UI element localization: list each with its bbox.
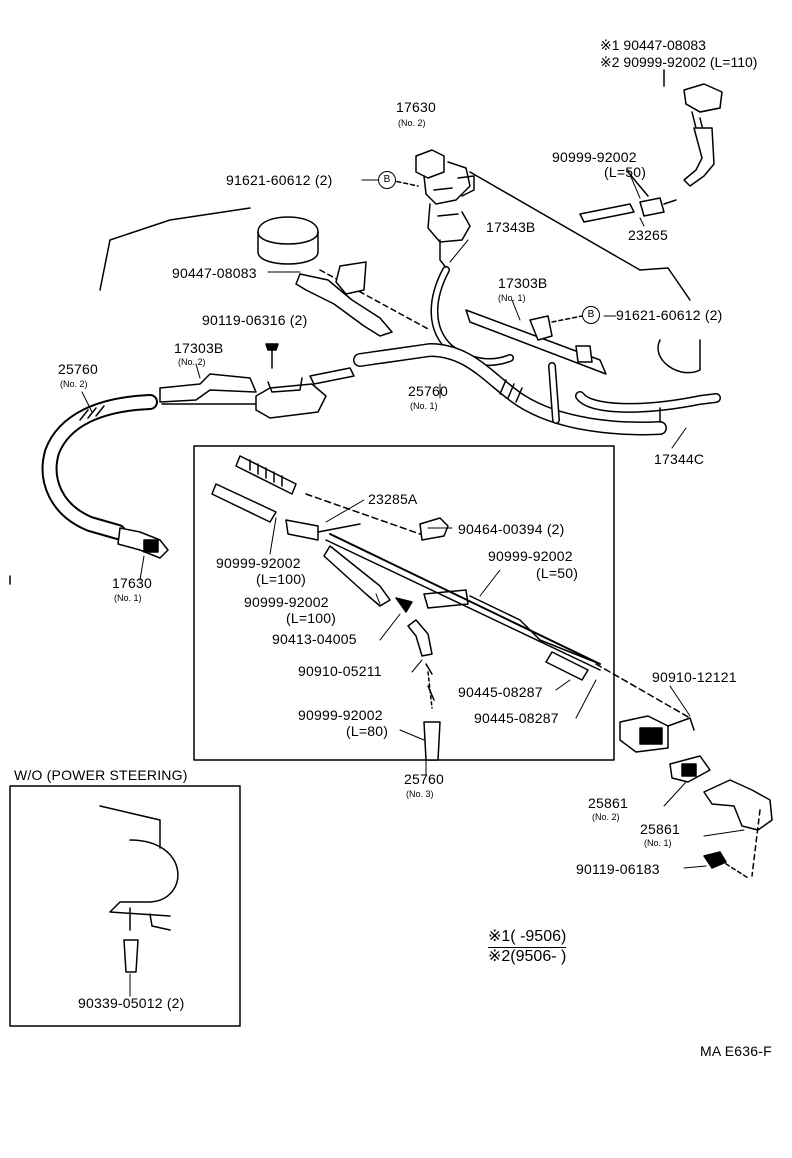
date-legend-row2: ※2(9506- ) <box>488 947 567 965</box>
label-90999-50b-len: (L=50) <box>536 565 579 581</box>
label-25861-no1: 25861 <box>640 821 680 837</box>
label-90999-80: 90999-92002 <box>298 707 383 723</box>
label-90999-100b-len: (L=100) <box>286 610 337 626</box>
label-90910-05211: 90910-05211 <box>298 663 382 679</box>
bracket-25861-no2 <box>669 755 711 783</box>
hose-90999-92002-L50-top <box>579 171 677 223</box>
label-23285A: 23285A <box>368 491 418 507</box>
inset-frame <box>9 785 241 1027</box>
vsv-17630-no1 <box>9 527 169 585</box>
pipe-17303B-no2 <box>159 367 355 405</box>
label-90119-06316: 90119-06316 (2) <box>202 312 308 328</box>
header-ref-2: ※2 90999-92002 (L=110) <box>600 54 758 70</box>
pipe-17303B-no1 <box>465 309 607 375</box>
label-17303B-left-sub: (No. 2) <box>178 357 206 367</box>
label-90999-50b: 90999-92002 <box>488 548 573 564</box>
label-90999-80-len: (L=80) <box>346 723 389 739</box>
date-legend-row1: ※1( -9506) <box>488 928 567 945</box>
label-17303B-right: 17303B <box>498 275 548 291</box>
label-90910-12121: 90910-12121 <box>652 669 737 685</box>
label-17344C: 17344C <box>654 451 705 467</box>
label-17630-bottom-sub: (No. 1) <box>114 593 142 603</box>
label-90999-100b: 90999-92002 <box>244 594 329 610</box>
label-90445-a: 90445-08287 <box>458 684 543 700</box>
box-hoses <box>211 455 691 761</box>
label-25760-mid-sub: (No. 1) <box>410 401 438 411</box>
label-90999-r50: 90999-92002 <box>552 149 637 165</box>
label-90999-100a: 90999-92002 <box>216 555 301 571</box>
label-25861-no2-sub: (No. 2) <box>592 812 620 822</box>
label-91621-right: 91621-60612 (2) <box>616 307 723 323</box>
mark-b-right: B <box>582 306 600 324</box>
label-90999-100a-len: (L=100) <box>256 571 307 587</box>
hose-bundle-25760-no1 <box>353 343 721 436</box>
vsv-bracket-left <box>255 343 327 419</box>
label-25760-left: 25760 <box>58 361 98 377</box>
label-91621-left: 91621-60612 (2) <box>226 172 333 188</box>
label-25760-box-sub: (No. 3) <box>406 789 434 799</box>
label-25861-no1-sub: (No. 1) <box>644 838 672 848</box>
label-25760-box: 25760 <box>404 771 444 787</box>
bracket-25861-no1 <box>703 779 773 877</box>
label-90464: 90464-00394 (2) <box>458 521 565 537</box>
label-25760-mid: 25760 <box>408 383 448 399</box>
label-17303B-left: 17303B <box>174 340 224 356</box>
vacuum-switch-top-right <box>663 69 723 187</box>
vsv-17630-no2 <box>415 149 475 271</box>
engine-outline <box>99 171 701 374</box>
inset-title: W/O (POWER STEERING) <box>14 767 188 783</box>
mark-b-left: B <box>378 171 396 189</box>
label-90413: 90413-04005 <box>272 631 357 647</box>
label-17303B-right-sub: (No. 1) <box>498 293 526 303</box>
hose-25760-no2 <box>41 394 158 540</box>
label-23265: 23265 <box>628 227 668 243</box>
label-90447: 90447-08083 <box>172 265 257 281</box>
vsv-90910-12121-bracket <box>619 715 695 753</box>
leader-lines <box>81 169 745 997</box>
label-25861-no2: 25861 <box>588 795 628 811</box>
label-17343B: 17343B <box>486 219 536 235</box>
label-90119-06183: 90119-06183 <box>576 861 660 877</box>
label-17630-bottom: 17630 <box>112 575 152 591</box>
footer-code: MA E636-F <box>700 1043 772 1059</box>
bolt-90119-06183 <box>703 851 749 879</box>
label-25760-left-sub: (No. 2) <box>60 379 88 389</box>
label-17630-top: 17630 <box>396 99 436 115</box>
header-ref-1: ※1 90447-08083 <box>600 37 706 53</box>
label-90339: 90339-05012 (2) <box>78 995 185 1011</box>
inset-engine-part <box>99 805 179 973</box>
detail-box-25760-no3 <box>193 445 615 761</box>
label-17630-top-sub: (No. 2) <box>398 118 426 128</box>
label-90999-r50-len: (L=50) <box>604 164 647 180</box>
label-90445-b: 90445-08287 <box>474 710 559 726</box>
hose-90447-08083 <box>295 261 393 337</box>
